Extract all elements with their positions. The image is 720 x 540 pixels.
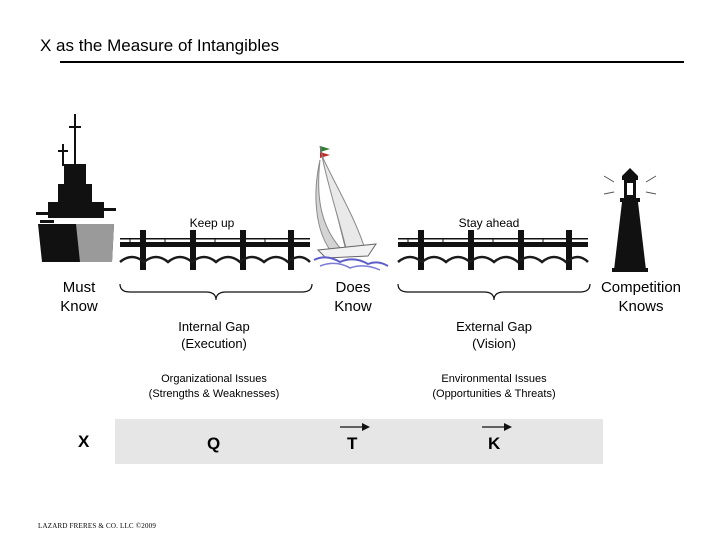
internal-gap-subtitle: (Execution) <box>181 336 247 351</box>
organizational-issues-title: Organizational Issues <box>161 373 267 385</box>
copyright-footer: LAZARD FRERES & CO. LLC ©2009 <box>38 522 157 530</box>
external-gap-title: External Gap <box>456 319 532 334</box>
formula-x: X <box>78 432 90 451</box>
internal-gap-label: Internal Gap (Execution) <box>144 318 284 352</box>
formula-k: K <box>488 434 501 453</box>
battleship-icon <box>36 114 116 262</box>
title-divider <box>60 61 684 63</box>
brace-icon <box>119 283 313 301</box>
formula-t: T <box>347 434 358 453</box>
environmental-issues-title: Environmental Issues <box>441 373 547 385</box>
environmental-issues-label: Environmental Issues (Opportunities & Th… <box>414 372 574 402</box>
environmental-issues-detail: (Opportunities & Threats) <box>432 388 556 400</box>
internal-gap-title: Internal Gap <box>178 319 250 334</box>
external-gap-subtitle: (Vision) <box>472 336 516 351</box>
organizational-issues-label: Organizational Issues (Strengths & Weakn… <box>134 372 294 402</box>
brace-icon <box>397 283 591 301</box>
external-gap-label: External Gap (Vision) <box>424 318 564 352</box>
sailboat-icon <box>313 145 389 271</box>
bridge-icon <box>119 230 311 270</box>
bridge-icon <box>397 230 589 270</box>
organizational-issues-detail: (Strengths & Weaknesses) <box>148 388 280 400</box>
stay-ahead-label: Stay ahead <box>458 216 520 230</box>
slide-title: X as the Measure of Intangibles <box>40 36 280 55</box>
arrow-right-icon <box>340 423 370 431</box>
formula-q: Q <box>207 434 221 453</box>
keep-up-label: Keep up <box>189 216 235 230</box>
arrow-right-icon <box>482 423 512 431</box>
lighthouse-icon <box>603 168 657 272</box>
